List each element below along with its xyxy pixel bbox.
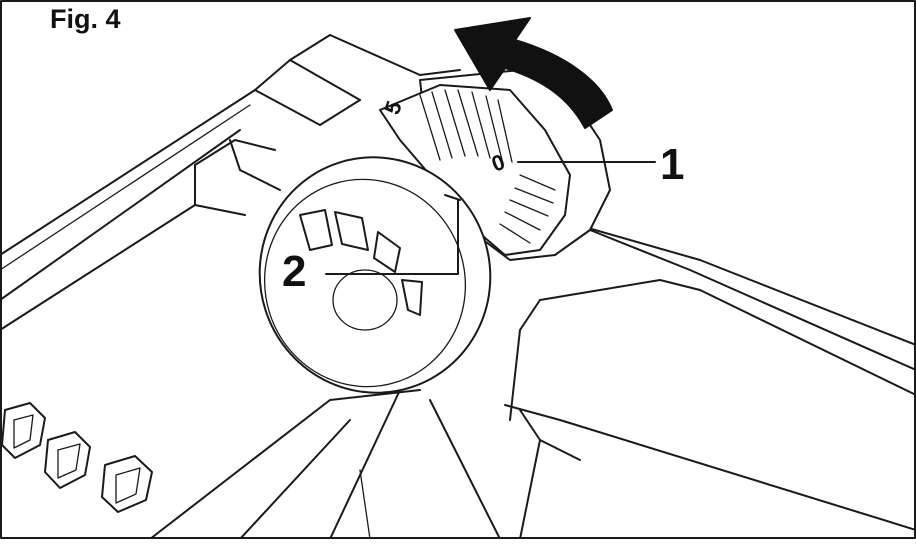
callout-1: 1 xyxy=(660,140,685,189)
figure-title: Fig. 4 xyxy=(50,4,121,34)
vent-slots xyxy=(1,402,153,513)
callout-2: 2 xyxy=(282,247,307,296)
handle-arm xyxy=(149,219,916,540)
knurl-ridges xyxy=(419,89,556,244)
knob-center xyxy=(332,269,398,331)
rotation-arrow xyxy=(454,17,613,129)
base-housing xyxy=(0,34,461,331)
leader-line-2 xyxy=(325,199,459,275)
